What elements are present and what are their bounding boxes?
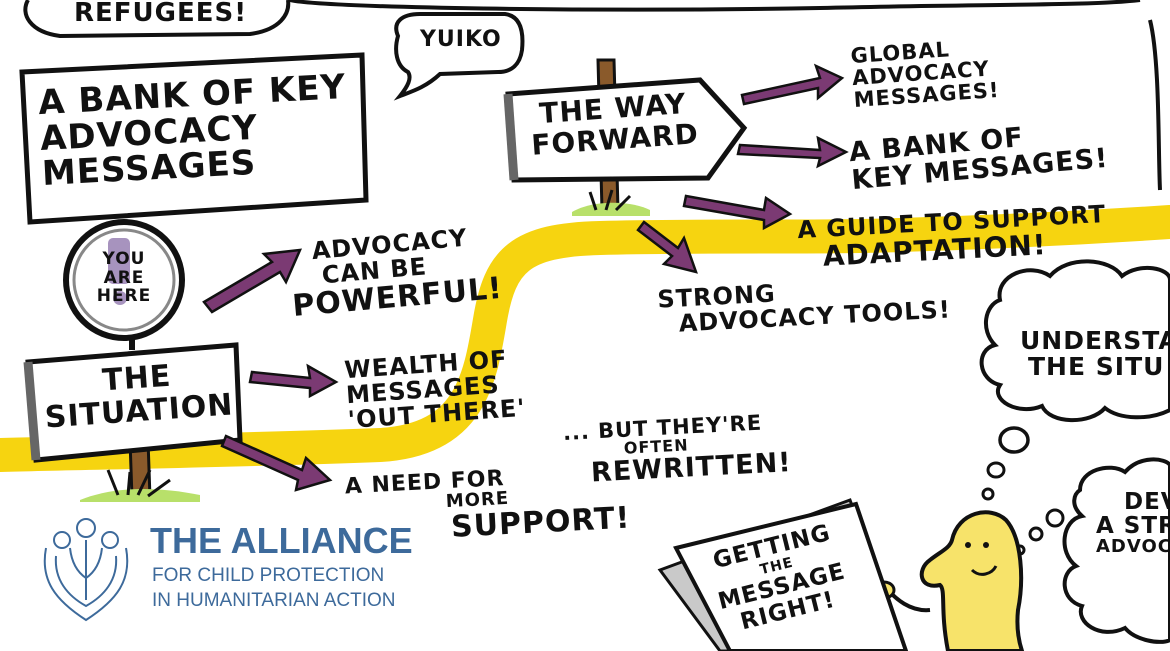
understand-bubble-text: UNDERSTA THE SITU [1020, 326, 1170, 382]
bank-box-text: A BANK OF KEY ADVOCACY MESSAGES [37, 67, 348, 195]
situation-sign-text: THE SITUATION [43, 358, 235, 436]
top-bubble-text: REFUGEES! [74, 0, 248, 28]
purple-arrows [202, 63, 849, 492]
logo-line-2: FOR CHILD PROTECTION [152, 565, 385, 586]
advocacy-powerful-text: ADVOCACY CAN BE POWERFUL! [291, 223, 505, 325]
you-are-here-text: YOU ARE HERE [96, 249, 152, 307]
book-cover [673, 501, 909, 651]
name-bubble-text: YUIKO [420, 27, 502, 52]
grass-situation [80, 488, 200, 502]
develop-bubble-text: DEV A STR ADVOC [1096, 489, 1170, 558]
understand-cloud [979, 259, 1170, 423]
alliance-logo-icon [43, 518, 129, 622]
wealth-messages-text: WEALTH OF MESSAGES 'OUT THERE' [343, 344, 527, 435]
name-speech-bubble [393, 12, 525, 101]
logo-line-3: IN HUMANITARIAN ACTION [152, 590, 396, 611]
global-messages-text: GLOBAL ADVOCACY MESSAGES! [849, 37, 1001, 113]
develop-cloud [1062, 457, 1170, 644]
yellow-character [919, 510, 1025, 651]
logo-line-1: THE ALLIANCE [150, 520, 413, 561]
right-edge-bubble [1148, 19, 1162, 191]
yellow-road [0, 205, 1170, 472]
top-speech-bubble [23, 0, 291, 39]
bank-box-frame [19, 52, 369, 225]
top-right-bubble-edge [289, 0, 1141, 12]
way-forward-sign-text: THE WAY FORWARD [530, 86, 700, 162]
grass-way-forward [572, 202, 650, 216]
